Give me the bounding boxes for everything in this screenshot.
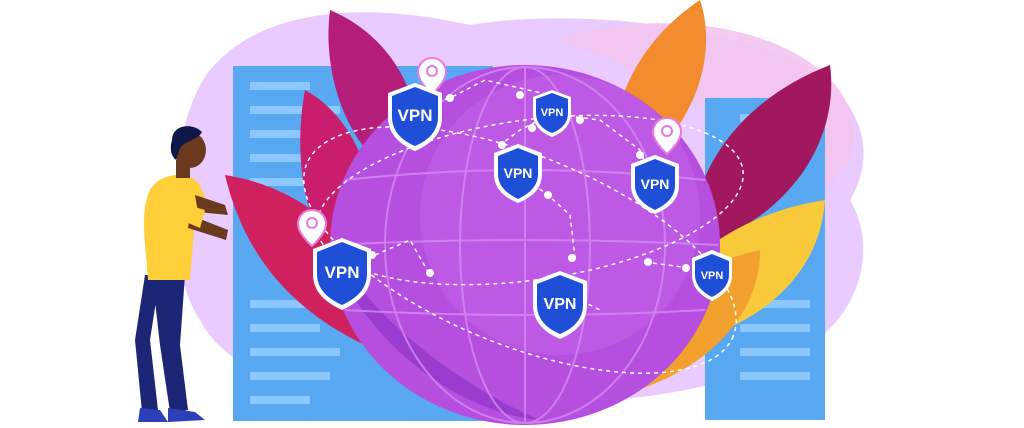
vpn-shield-icon: VPN (494, 144, 542, 203)
location-pin-icon (651, 116, 683, 156)
shield-label: VPN (641, 176, 670, 192)
shield-label: VPN (398, 106, 433, 125)
leaf-decoration (690, 65, 832, 250)
shield-label: VPN (701, 270, 724, 282)
vpn-shield-icon: VPN (388, 83, 442, 151)
vpn-shield-icon: VPN (533, 271, 587, 339)
globe-icon (330, 65, 720, 425)
person-figure (135, 126, 228, 422)
vpn-shield-icon: VPN (533, 90, 571, 137)
shield-label: VPN (325, 263, 360, 282)
vpn-shield-icon: VPN (692, 250, 732, 301)
shield-label: VPN (541, 107, 564, 119)
shield-label: VPN (544, 296, 577, 313)
vpn-shield-icon: VPN (631, 155, 679, 214)
shield-label: VPN (504, 165, 533, 181)
vpn-shield-icon: VPN (313, 238, 371, 310)
location-pin-icon (296, 208, 328, 248)
